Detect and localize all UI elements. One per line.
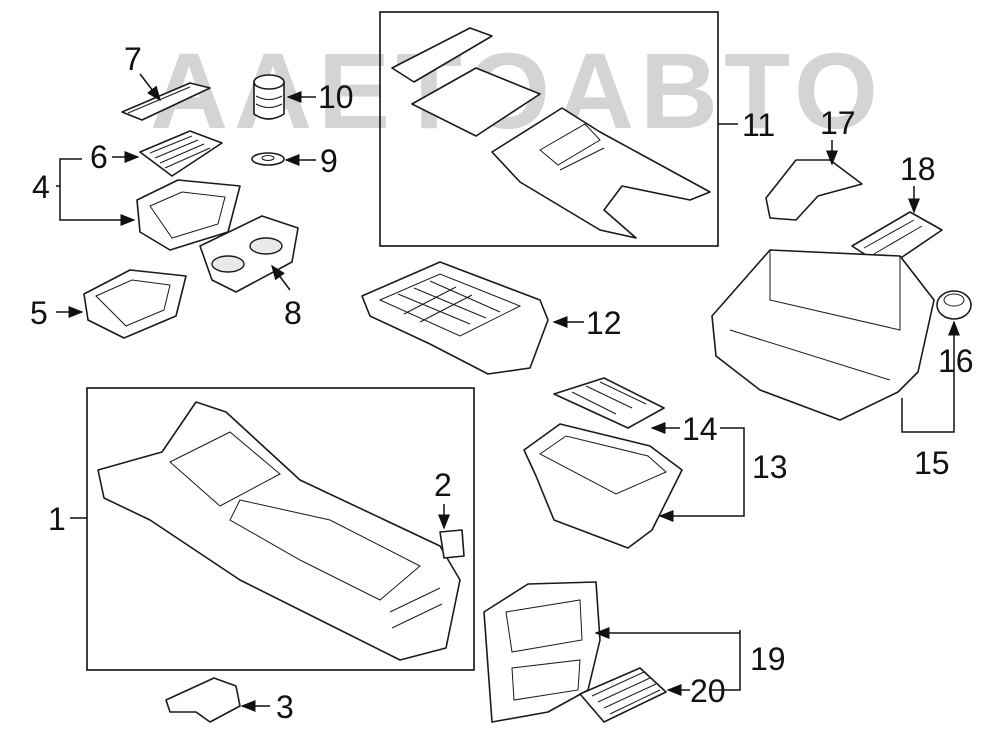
- part-13-bin: [523, 423, 683, 549]
- part-11-trim-set: [391, 27, 711, 239]
- callout-7: 7: [124, 41, 142, 77]
- callout-2: 2: [434, 467, 452, 503]
- part-15-armrest: [711, 249, 935, 421]
- leader-lines: [56, 73, 960, 712]
- part-20-mat: [579, 667, 667, 723]
- part-6-mat: [139, 130, 223, 177]
- callout-3: 3: [276, 689, 294, 725]
- callout-4: 4: [32, 169, 50, 205]
- callout-13: 13: [752, 449, 788, 485]
- part-8-cupholder: [199, 215, 299, 293]
- callout-numbers: 7 10 6 9 4 5 8 11 12 17 18 16 15 14 13 2…: [30, 41, 974, 725]
- part-19-vent-panel: [483, 581, 601, 723]
- callout-18: 18: [900, 151, 936, 187]
- callout-14: 14: [682, 411, 718, 447]
- part-16-ring: [936, 290, 972, 320]
- callout-6: 6: [90, 139, 108, 175]
- part-17-cover: [765, 159, 863, 221]
- callout-17: 17: [820, 105, 856, 141]
- part-2-clip: [439, 529, 465, 559]
- part-12-frame: [361, 261, 549, 375]
- callout-15: 15: [914, 445, 950, 481]
- part-9-ring: [251, 152, 285, 166]
- callout-10: 10: [318, 79, 354, 115]
- part-3-bracket: [165, 677, 241, 723]
- callout-8: 8: [284, 295, 302, 331]
- callout-9: 9: [320, 143, 338, 179]
- callout-16: 16: [938, 343, 974, 379]
- callout-11: 11: [742, 107, 775, 143]
- part-10-cup: [253, 74, 285, 120]
- callout-20: 20: [690, 673, 726, 709]
- callout-19: 19: [750, 641, 786, 677]
- part-5-tray: [83, 269, 187, 339]
- frame-group-1: [86, 387, 475, 671]
- callout-12: 12: [586, 305, 622, 341]
- frame-group-11: [379, 11, 719, 247]
- callout-1: 1: [48, 501, 66, 537]
- callout-5: 5: [30, 295, 48, 331]
- part-14-mat: [553, 377, 665, 429]
- part-1-console: [97, 401, 461, 661]
